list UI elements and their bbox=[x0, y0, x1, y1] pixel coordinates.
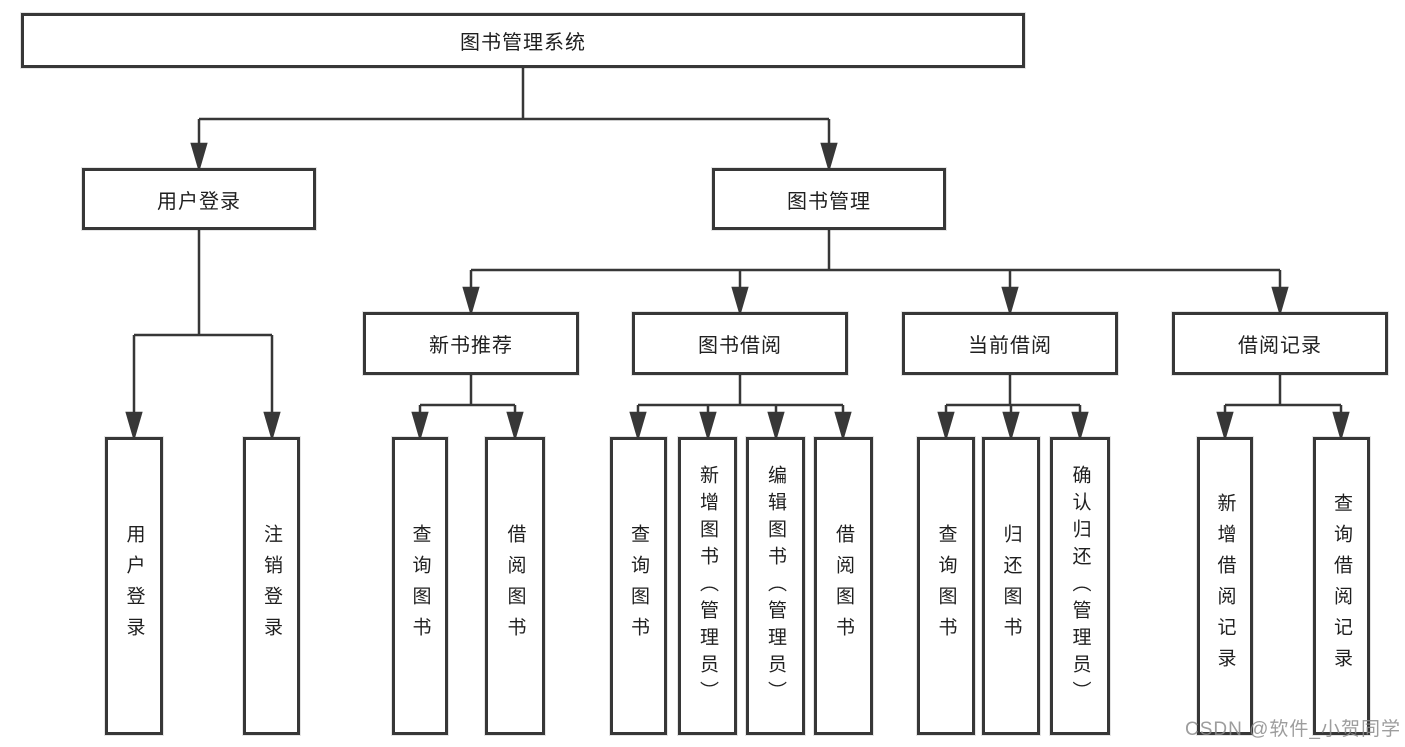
leaf-label: 用户登录 bbox=[123, 524, 145, 648]
leaf-query-borrow-record: 查询借阅记录 bbox=[1313, 437, 1370, 735]
node-user-login: 用户登录 bbox=[82, 168, 316, 230]
leaf-borrow-books-2: 借阅图书 bbox=[814, 437, 873, 735]
leaf-label: 查询借阅记录 bbox=[1331, 493, 1352, 679]
leaf-label: 归还图书 bbox=[1000, 524, 1022, 648]
leaf-add-borrow-record: 新增借阅记录 bbox=[1197, 437, 1253, 735]
leaf-label: 注销登录 bbox=[261, 524, 282, 648]
connector-root-to-level2 bbox=[190, 68, 838, 173]
node-current-borrow: 当前借阅 bbox=[902, 312, 1118, 375]
leaf-edit-books-admin: 编辑图书（管理员） bbox=[746, 437, 805, 735]
node-library-management-system: 图书管理系统 bbox=[21, 13, 1025, 68]
leaf-return-books: 归还图书 bbox=[982, 437, 1040, 735]
node-book-management: 图书管理 bbox=[712, 168, 946, 230]
leaf-label: 借阅图书 bbox=[504, 524, 526, 648]
node-new-book-recommend: 新书推荐 bbox=[363, 312, 579, 375]
csdn-watermark: CSDN @软件_小贺同学 bbox=[1185, 719, 1401, 740]
leaf-label: 借阅图书 bbox=[833, 524, 854, 648]
leaf-user-login: 用户登录 bbox=[105, 437, 163, 735]
leaf-confirm-return-admin: 确认归还（管理员） bbox=[1050, 437, 1110, 735]
leaf-label: 查询图书 bbox=[409, 524, 431, 648]
leaf-query-books-1: 查询图书 bbox=[392, 437, 448, 735]
leaf-add-books-admin: 新增图书（管理员） bbox=[678, 437, 737, 735]
connector-book-borrow-branch bbox=[629, 375, 852, 442]
connector-borrow-record-branch bbox=[1216, 375, 1350, 442]
connector-new-book-branch bbox=[411, 375, 524, 442]
connector-current-borrow-branch bbox=[937, 375, 1089, 442]
leaf-label: 查询图书 bbox=[628, 524, 649, 648]
leaf-query-books-3: 查询图书 bbox=[917, 437, 975, 735]
connector-book-mgmt-to-level3 bbox=[462, 230, 1289, 317]
leaf-label: 确认归还（管理员） bbox=[1069, 464, 1091, 708]
leaf-logout: 注销登录 bbox=[243, 437, 300, 735]
connector-user-login-branch bbox=[125, 230, 281, 442]
leaf-label: 新增图书（管理员） bbox=[697, 464, 718, 708]
node-book-borrow: 图书借阅 bbox=[632, 312, 848, 375]
leaf-query-books-2: 查询图书 bbox=[610, 437, 667, 735]
leaf-label: 新增借阅记录 bbox=[1214, 493, 1236, 679]
node-borrow-records: 借阅记录 bbox=[1172, 312, 1388, 375]
leaf-label: 编辑图书（管理员） bbox=[765, 464, 786, 708]
leaf-borrow-books-1: 借阅图书 bbox=[485, 437, 545, 735]
leaf-label: 查询图书 bbox=[935, 524, 957, 648]
